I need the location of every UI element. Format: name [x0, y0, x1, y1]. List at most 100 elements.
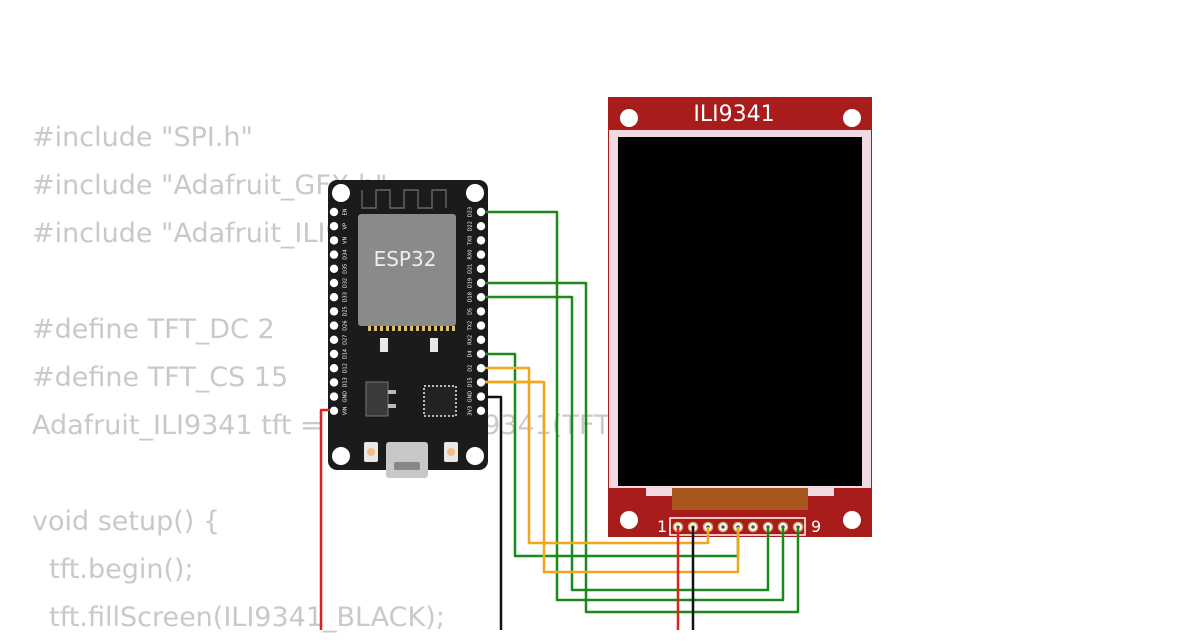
esp32-pin[interactable]	[476, 250, 486, 259]
module-pin	[428, 326, 431, 331]
esp32-pin[interactable]	[329, 207, 339, 217]
regulator-lead	[388, 390, 396, 394]
esp32-pin[interactable]	[476, 321, 486, 330]
esp32-pin[interactable]	[329, 321, 339, 330]
esp32-pin[interactable]	[476, 222, 486, 231]
esp32-pin[interactable]	[476, 364, 486, 373]
esp32-pin[interactable]	[476, 406, 486, 415]
usb-uart-chip	[423, 385, 457, 417]
module-pin	[380, 326, 383, 331]
esp32-pin[interactable]	[476, 349, 486, 359]
esp32-pin[interactable]	[329, 250, 339, 259]
esp32-board[interactable]: ESP32 ENVPVND34D35D32D33D25D26D27D14D12D…	[328, 180, 488, 478]
regulator-lead	[388, 404, 396, 408]
module-pin	[398, 326, 401, 331]
code-line: void setup() {	[32, 506, 221, 537]
esp32-pin[interactable]	[476, 278, 486, 288]
module-pin	[386, 326, 389, 331]
mounting-hole	[332, 184, 350, 202]
mounting-hole	[332, 447, 350, 465]
esp32-pin-label: D27	[343, 335, 349, 345]
wire	[485, 281, 800, 614]
esp32-pin-label: D22	[468, 221, 474, 231]
module-pin	[440, 326, 443, 331]
esp32-pin-label: D2	[468, 365, 474, 372]
module-pin	[422, 326, 425, 331]
esp32-module-shield	[358, 214, 456, 326]
module-pin	[434, 326, 437, 331]
display-screen[interactable]	[618, 137, 862, 486]
esp32-pin[interactable]	[476, 293, 486, 302]
esp32-pin-label: D19	[468, 278, 474, 288]
mounting-hole	[620, 511, 638, 529]
esp32-pin-label: D14	[343, 349, 349, 359]
esp32-pin-label: D26	[343, 320, 349, 330]
wires	[319, 210, 800, 630]
esp32-pin-label: VN	[343, 237, 349, 244]
esp32-pin[interactable]	[329, 236, 339, 245]
module-pin	[446, 326, 449, 331]
esp32-pin-label: EN	[343, 208, 349, 215]
esp32-pin-label: D12	[343, 363, 349, 373]
flex-connector	[672, 488, 808, 510]
code-line: #define TFT_DC 2	[32, 314, 275, 345]
mounting-hole	[620, 109, 638, 127]
boot-button-cap	[447, 448, 455, 456]
esp32-pin-label: D35	[343, 264, 349, 274]
micro-usb-port[interactable]	[386, 442, 428, 478]
esp32-pin[interactable]	[329, 335, 339, 344]
esp32-pin-label: D18	[468, 292, 474, 302]
esp32-pin[interactable]	[329, 222, 339, 231]
esp32-pin[interactable]	[476, 335, 486, 344]
smd-component	[430, 338, 438, 352]
esp32-pin[interactable]	[476, 392, 486, 401]
mounting-hole	[843, 511, 861, 529]
esp32-pin[interactable]	[329, 278, 339, 288]
display-pin-hole	[751, 525, 755, 529]
esp32-pin[interactable]	[476, 307, 486, 316]
esp32-pin-label: GND	[468, 391, 474, 403]
module-pin	[416, 326, 419, 331]
esp32-pin[interactable]	[329, 378, 339, 387]
esp32-pin-label: RX2	[468, 335, 474, 345]
wire	[485, 210, 785, 602]
esp32-pin[interactable]	[329, 307, 339, 316]
esp32-pin[interactable]	[329, 293, 339, 302]
module-pin	[392, 326, 395, 331]
pin-label-first: 1	[657, 517, 667, 536]
esp32-pin-label: D15	[468, 377, 474, 387]
display-title: ILI9341	[693, 102, 774, 127]
esp32-pin-label: D33	[343, 292, 349, 302]
esp32-pin[interactable]	[329, 349, 339, 359]
esp32-pin-headers: ENVPVND34D35D32D33D25D26D27D14D12D13GNDV…	[329, 207, 486, 416]
module-pin	[410, 326, 413, 331]
esp32-pin[interactable]	[329, 406, 339, 415]
esp32-pin-label: TX0	[468, 236, 474, 247]
esp32-chip-label: ESP32	[374, 247, 437, 271]
esp32-pin-label: D23	[468, 207, 474, 217]
esp32-pin[interactable]	[476, 264, 486, 273]
display-pin-hole	[721, 525, 725, 529]
esp32-pin[interactable]	[329, 392, 339, 401]
module-pin	[452, 326, 455, 331]
esp32-pin[interactable]	[476, 207, 486, 217]
code-line: tft.begin();	[32, 554, 194, 585]
code-line: #include "SPI.h"	[32, 122, 253, 153]
module-pin	[404, 326, 407, 331]
code-line: tft.fillScreen(ILI9341_BLACK);	[32, 602, 445, 633]
mounting-hole	[466, 447, 484, 465]
esp32-pin[interactable]	[476, 378, 486, 387]
ili9341-display[interactable]: ILI9341 1 9	[608, 97, 872, 537]
esp32-module-pins	[368, 326, 455, 331]
esp32-pin-label: VIN	[343, 406, 349, 415]
esp32-pin[interactable]	[476, 236, 486, 245]
esp32-pin-label: VP	[343, 223, 349, 229]
esp32-pin[interactable]	[329, 264, 339, 273]
code-line: #define TFT_CS 15	[32, 362, 289, 393]
esp32-pin[interactable]	[329, 364, 339, 373]
module-pin	[374, 326, 377, 331]
esp32-pin-label: D32	[343, 278, 349, 288]
wire	[485, 295, 770, 592]
smd-component	[380, 338, 388, 352]
mounting-hole	[466, 184, 484, 202]
